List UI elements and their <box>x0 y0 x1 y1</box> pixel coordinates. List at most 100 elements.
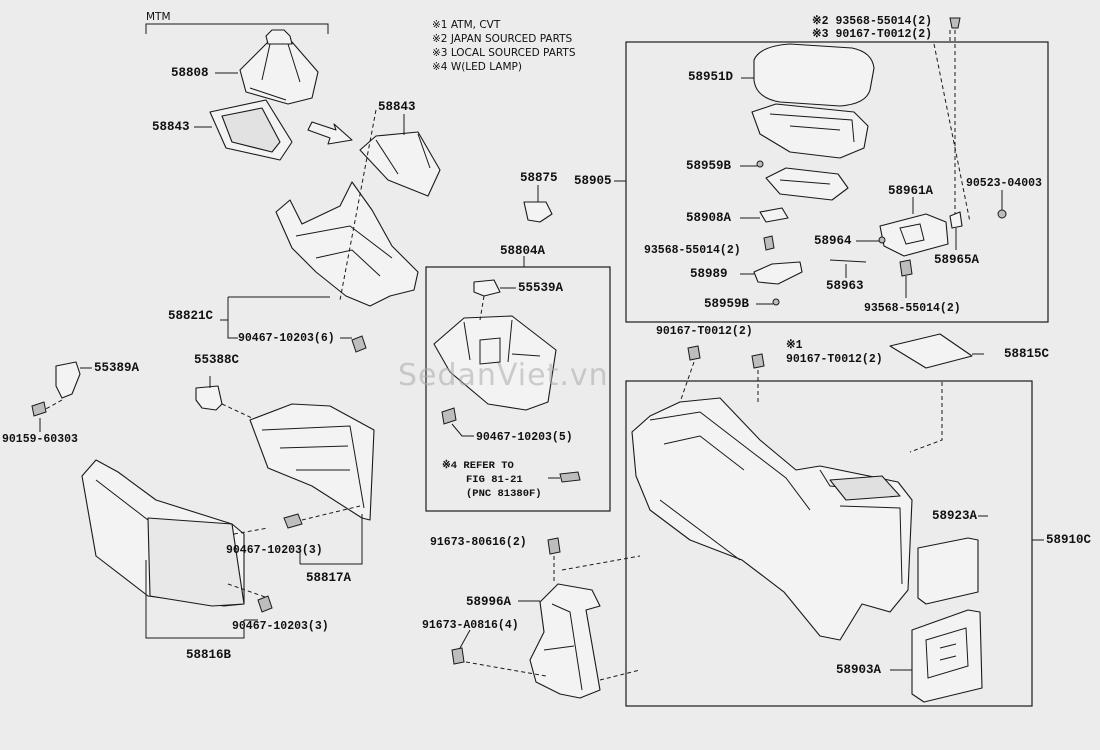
pad-58815C <box>889 333 973 369</box>
dash-55539A <box>479 295 485 321</box>
watermark: SedanViet.vn <box>398 358 609 393</box>
note-3: ※3 LOCAL SOURCED PARTS <box>432 47 576 59</box>
label-90159-60303: 90159-60303 <box>2 433 78 446</box>
screw-91673-A0816 <box>451 647 465 665</box>
clip-90467-5 <box>441 407 457 425</box>
clip-90467-3a <box>283 513 303 529</box>
clip-90467-6 <box>351 335 367 353</box>
label-58989: 58989 <box>690 267 728 281</box>
label-93568-55014-top: ※2 93568-55014(2) <box>812 15 933 28</box>
screw-90167-lower <box>751 353 765 369</box>
label-58951D: 58951D <box>688 70 734 84</box>
armrest-base <box>751 103 869 159</box>
label-58875: 58875 <box>520 171 558 185</box>
label-58959B-bottom: 58959B <box>704 297 750 311</box>
label-90467-10203-3a: 90467-10203(3) <box>226 544 323 557</box>
dash-58815C <box>909 382 943 453</box>
latch-58908A <box>759 207 789 223</box>
label-58910C: 58910C <box>1046 533 1092 547</box>
clip-55388C <box>195 385 223 411</box>
clip-55539A <box>473 279 501 297</box>
shift-trim-58843-left <box>209 99 293 161</box>
label-58821C: 58821C <box>168 309 214 323</box>
clip-58875 <box>523 201 553 223</box>
label-55539A: 55539A <box>518 281 564 295</box>
label-90467-10203-3b: 90467-10203(3) <box>232 620 329 633</box>
label-90467-10203-6: 90467-10203(6) <box>238 332 335 345</box>
label-58959B-top: 58959B <box>686 159 732 173</box>
label-58963: 58963 <box>826 279 864 293</box>
leader-58821C <box>220 296 330 339</box>
screw-90159 <box>31 401 47 417</box>
bracket-58996A <box>529 583 601 699</box>
label-58808: 58808 <box>171 66 209 80</box>
label-90167-T0012-mid: 90167-T0012(2) <box>656 325 753 338</box>
mtm-bracket <box>145 23 329 34</box>
console-body-58910C <box>631 397 913 641</box>
note-2: ※2 JAPAN SOURCED PARTS <box>432 33 573 45</box>
label-58923A: 58923A <box>932 509 978 523</box>
hinge-58989 <box>753 261 803 285</box>
panel-58923A <box>917 537 979 605</box>
label-58996A: 58996A <box>466 595 512 609</box>
label-58964: 58964 <box>814 234 852 248</box>
label-58961A: 58961A <box>888 184 934 198</box>
dash-58816B <box>227 527 269 599</box>
label-58903A: 58903A <box>836 663 882 677</box>
label-58843-right: 58843 <box>378 100 416 114</box>
console-side-58817A <box>249 403 375 521</box>
pin-58964 <box>878 236 886 244</box>
label-90467-10203-5: 90467-10203(5) <box>476 431 573 444</box>
label-58815C: 58815C <box>1004 347 1050 361</box>
label-90167-note1: ※1 <box>786 339 803 352</box>
box-58910C <box>625 380 1033 707</box>
box-58905 <box>625 41 1049 323</box>
dash-93568-top <box>949 30 956 214</box>
screw-93568-left <box>763 235 775 251</box>
label-90167-T0012-lower: 90167-T0012(2) <box>786 353 883 366</box>
note-4: ※4 W(LED LAMP) <box>432 61 522 73</box>
console-side-58816B <box>81 459 245 607</box>
box-58804A <box>425 266 611 512</box>
label-90523-04003: 90523-04003 <box>966 177 1042 190</box>
label-55389A: 55389A <box>94 361 140 375</box>
label-55388C: 55388C <box>194 353 240 367</box>
screw-93568-top <box>949 17 961 29</box>
refer-line-2: FIG 81-21 <box>466 474 523 486</box>
label-90167-T0012-top: ※3 90167-T0012(2) <box>812 28 933 41</box>
clip-90467-3b <box>257 595 273 613</box>
tray-box <box>765 167 849 201</box>
bracket-55389A <box>55 361 81 399</box>
label-58804A: 58804A <box>500 244 546 258</box>
shift-boot-58808 <box>239 29 319 105</box>
rod-58963 <box>829 259 867 263</box>
panel-58903A <box>911 609 983 703</box>
label-93568-55014-right: 93568-55014(2) <box>864 302 961 315</box>
label-58908A: 58908A <box>686 211 732 225</box>
refer-line-1: ※4 REFER TO <box>442 460 514 472</box>
led-lamp-ref <box>559 471 581 483</box>
leader-58816B <box>145 560 258 639</box>
label-58816B: 58816B <box>186 648 232 662</box>
dash-side <box>933 43 971 223</box>
screw-58959B-bottom <box>772 298 780 306</box>
armrest-lid-58951D <box>753 43 875 107</box>
shift-panel-58843-right <box>359 131 441 197</box>
leader-58817A <box>300 514 363 565</box>
refer-line-3: (PNC 81380F) <box>466 488 542 500</box>
dash-91673-80616 <box>553 555 641 584</box>
leader-91673-A0816 <box>459 629 471 649</box>
hinge-bracket-58961A <box>879 213 949 257</box>
clip-58965A <box>949 211 963 229</box>
label-93568-55014-left: 93568-55014(2) <box>644 244 741 257</box>
label-58817A: 58817A <box>306 571 352 585</box>
label-58965A: 58965A <box>934 253 980 267</box>
screw-58959B-top <box>756 160 764 168</box>
leader-90467-5 <box>451 423 474 437</box>
screw-90167-mid <box>687 345 701 361</box>
note-1: ※1 ATM, CVT <box>432 19 501 31</box>
dash-90159 <box>43 399 63 411</box>
direction-arrow <box>307 121 353 145</box>
label-91673-80616: 91673-80616(2) <box>430 536 527 549</box>
